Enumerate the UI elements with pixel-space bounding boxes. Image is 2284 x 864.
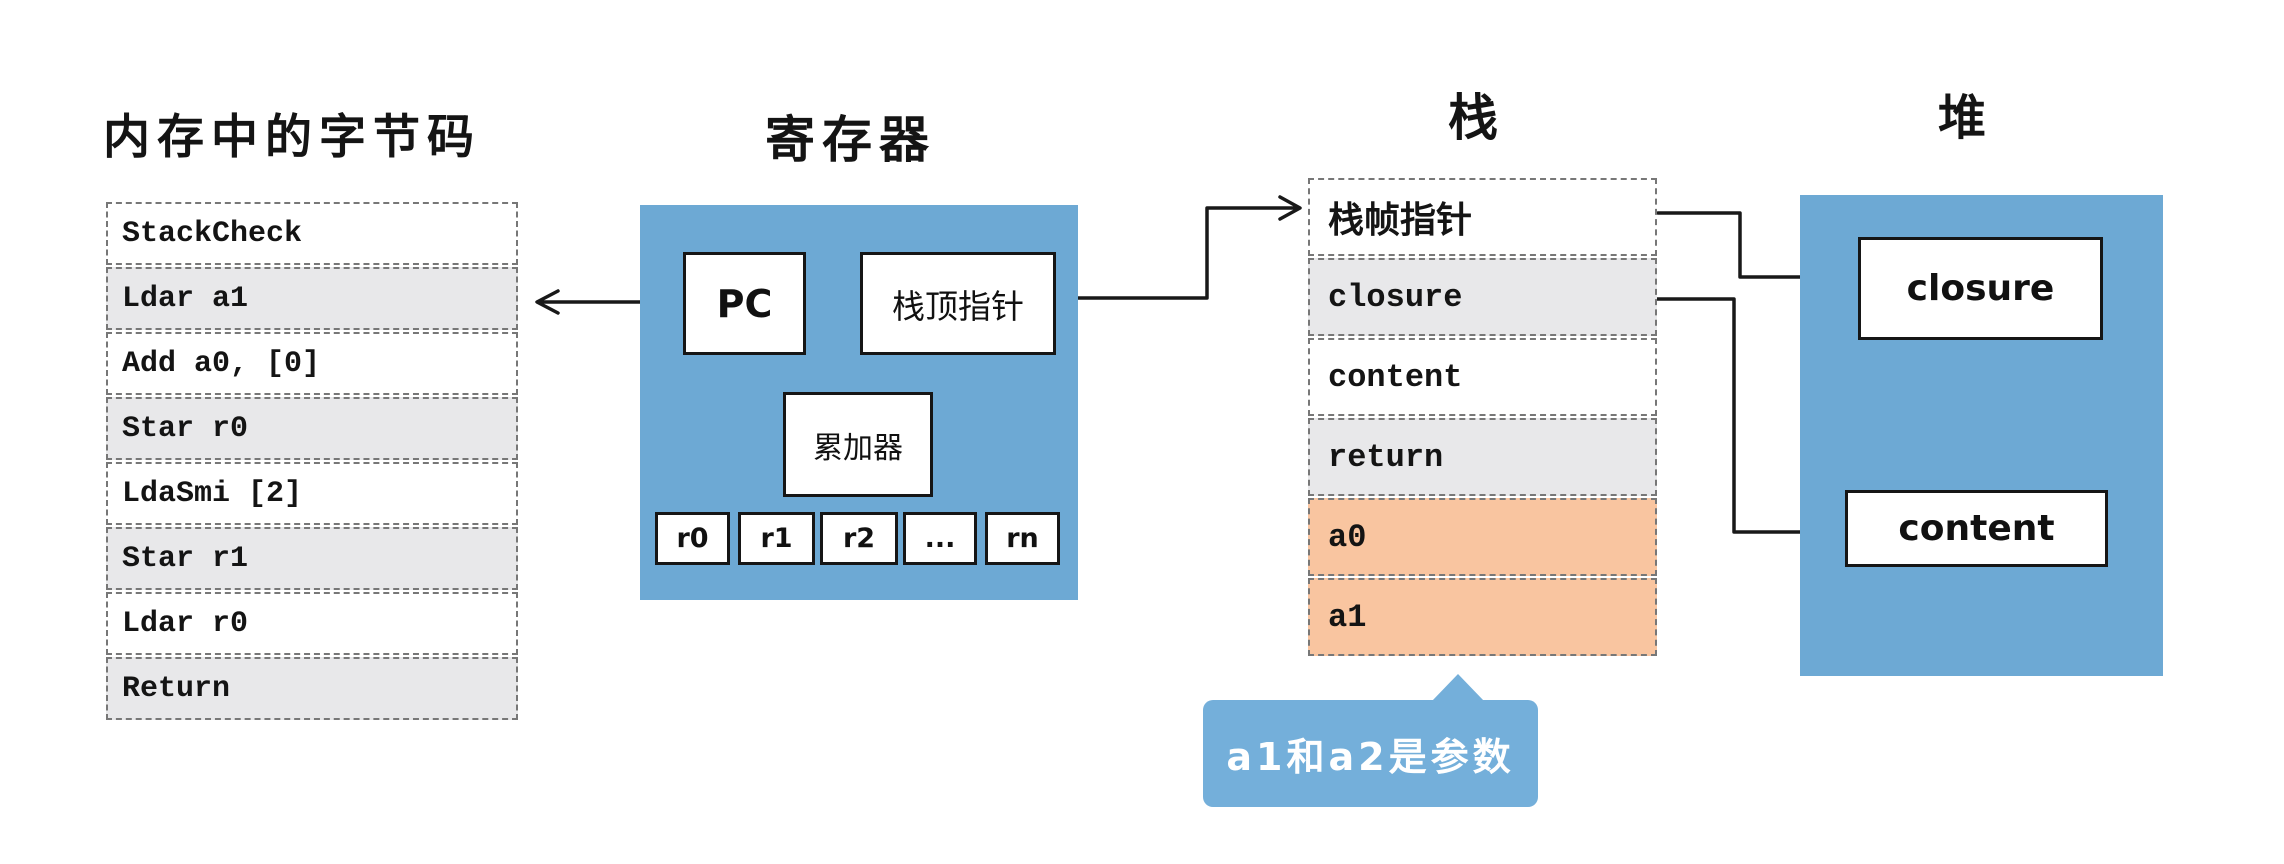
bytecode-row: Return [106, 657, 518, 720]
register-cell-rn: rn [985, 512, 1060, 565]
bytecode-row: Star r0 [106, 397, 518, 460]
bytecode-row: Ldar r0 [106, 592, 518, 655]
registers-panel: PC 栈顶指针 累加器 r0 r1 r2 ... rn [640, 205, 1078, 600]
stack-list: 栈帧指针 closure content return a0 a1 [1308, 178, 1657, 658]
bytecode-row: Ldar a1 [106, 267, 518, 330]
bytecode-row: Star r1 [106, 527, 518, 590]
parameters-callout: a1和a2是参数 [1203, 674, 1538, 807]
bytecode-list: StackCheck Ldar a1 Add a0, [0] Star r0 L… [106, 202, 518, 722]
stack-top-pointer-box: 栈顶指针 [860, 252, 1056, 355]
pc-register-box: PC [683, 252, 806, 355]
register-cell-r1: r1 [738, 512, 815, 565]
stack-title: 栈 [1448, 89, 1505, 147]
heap-closure-box: closure [1858, 237, 2103, 340]
stack-row-a0: a0 [1308, 498, 1657, 576]
heap-title: 堆 [1938, 90, 1994, 146]
stack-row-a1: a1 [1308, 578, 1657, 656]
register-cell-r2: r2 [820, 512, 898, 565]
callout-pointer-icon [1432, 674, 1484, 701]
heap-panel: closure content [1800, 195, 2163, 676]
bytecode-title: 内存中的字节码 [103, 110, 481, 165]
stack-row-closure: closure [1308, 258, 1657, 336]
stack-row-frame-pointer: 栈帧指针 [1308, 178, 1657, 256]
registers-title: 寄存器 [765, 111, 936, 169]
accumulator-box: 累加器 [783, 392, 933, 497]
bytecode-row: StackCheck [106, 202, 518, 265]
heap-content-box: content [1845, 490, 2108, 567]
stack-row-content: content [1308, 338, 1657, 416]
register-cell-r0: r0 [655, 512, 730, 565]
bytecode-row: LdaSmi [2] [106, 462, 518, 525]
callout-text: a1和a2是参数 [1226, 735, 1515, 779]
arrow-stack-top-to-stack [1054, 195, 1302, 300]
bytecode-row: Add a0, [0] [106, 332, 518, 395]
register-cell-ellipsis: ... [903, 512, 977, 565]
stack-row-return: return [1308, 418, 1657, 496]
